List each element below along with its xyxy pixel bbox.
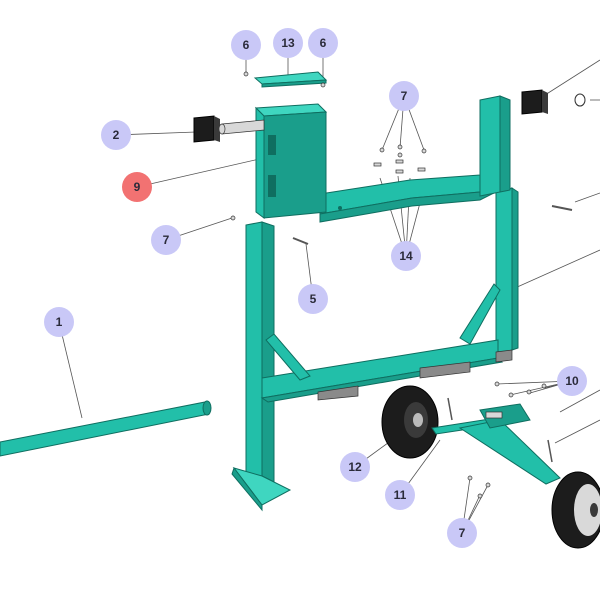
callout-6b[interactable]: 6 bbox=[308, 28, 338, 58]
callout-label: 9 bbox=[134, 180, 141, 194]
callout-14[interactable]: 14 bbox=[391, 241, 421, 271]
callout-label: 5 bbox=[310, 292, 317, 306]
callout-label: 2 bbox=[113, 128, 120, 142]
callout-label: 11 bbox=[394, 488, 407, 502]
callout-label: 14 bbox=[399, 249, 413, 263]
callout-11[interactable]: 11 bbox=[385, 480, 415, 510]
wheel-assembly bbox=[381, 381, 600, 549]
axle-rod-part bbox=[0, 400, 212, 457]
top-plate-part bbox=[253, 71, 328, 88]
bushing-blocks bbox=[193, 89, 548, 143]
callout-label: 1 bbox=[56, 315, 63, 329]
callout-label: 6 bbox=[243, 38, 250, 52]
shaft-pin bbox=[218, 119, 265, 135]
cross-beams bbox=[260, 283, 513, 403]
callout-7a[interactable]: 7 bbox=[389, 81, 419, 111]
callout-5[interactable]: 5 bbox=[298, 284, 328, 314]
callout-7c[interactable]: 7 bbox=[447, 518, 477, 548]
left-leg bbox=[231, 221, 292, 512]
callout-label: 10 bbox=[565, 374, 579, 388]
callout-13[interactable]: 13 bbox=[273, 28, 303, 58]
callout-10[interactable]: 10 bbox=[557, 366, 587, 396]
right-leg bbox=[495, 187, 519, 356]
hardware-fasteners bbox=[230, 71, 586, 245]
callout-label: 7 bbox=[459, 526, 466, 540]
callout-1[interactable]: 1 bbox=[44, 307, 74, 337]
upper-saddle bbox=[319, 95, 511, 223]
callout-12[interactable]: 12 bbox=[340, 452, 370, 482]
callout-7b[interactable]: 7 bbox=[151, 225, 181, 255]
callout-9[interactable]: 9 bbox=[122, 172, 152, 202]
box-housing-part bbox=[254, 103, 328, 219]
callout-2[interactable]: 2 bbox=[101, 120, 131, 150]
callout-label: 12 bbox=[348, 460, 362, 474]
callout-label: 13 bbox=[281, 36, 295, 50]
callout-label: 7 bbox=[163, 233, 170, 247]
callout-6a[interactable]: 6 bbox=[231, 30, 261, 60]
callout-label: 7 bbox=[401, 89, 408, 103]
callout-label: 6 bbox=[320, 36, 327, 50]
